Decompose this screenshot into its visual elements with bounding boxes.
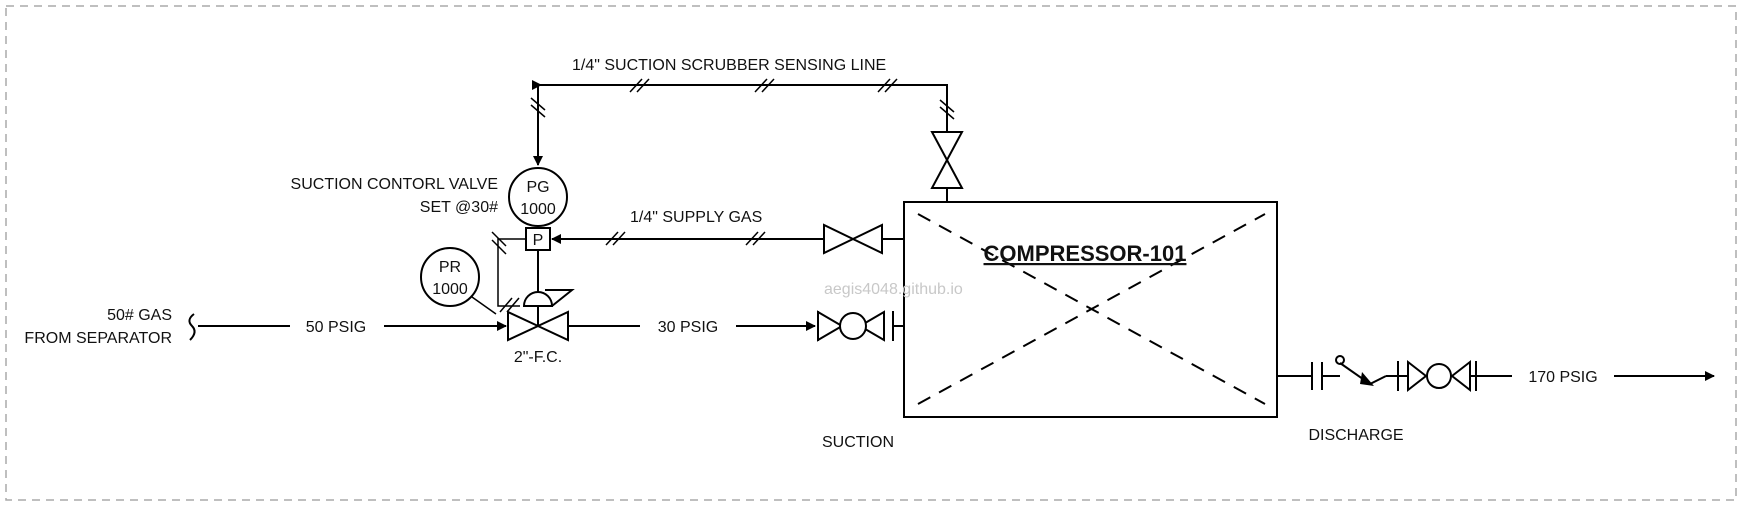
pg-gauge-number: 1000 bbox=[520, 201, 556, 218]
sensing-isolation-valve-icon bbox=[930, 131, 964, 189]
inlet-label-1: 50# GAS bbox=[107, 307, 172, 324]
swing-check-valve-icon bbox=[1335, 355, 1387, 386]
pr-gauge-letters: PR bbox=[439, 259, 461, 276]
inlet-label-2: FROM SEPARATOR bbox=[24, 330, 172, 347]
pg-gauge-letters: PG bbox=[526, 179, 549, 196]
suction-pressure-label: 30 PSIG bbox=[658, 319, 718, 336]
positioner-label: P bbox=[533, 232, 544, 249]
pg-gauge: PG 1000 bbox=[508, 167, 568, 227]
sensing-line-label: 1/4" SUCTION SCRUBBER SENSING LINE bbox=[572, 57, 886, 74]
discharge-flange-icon bbox=[1311, 362, 1323, 390]
supply-gas-label: 1/4" SUPPLY GAS bbox=[630, 209, 762, 226]
positioner-box: P bbox=[525, 227, 551, 251]
pr-gauge: PR 1000 bbox=[420, 247, 480, 307]
valve-actuator-icon bbox=[522, 289, 575, 307]
discharge-label: DISCHARGE bbox=[1308, 427, 1403, 444]
watermark: aegis4048.github.io bbox=[824, 281, 963, 298]
discharge-pressure-label: 170 PSIG bbox=[1528, 369, 1597, 386]
diagram-border bbox=[5, 5, 1737, 501]
inlet-pressure-label: 50 PSIG bbox=[306, 319, 366, 336]
suction-label: SUCTION bbox=[822, 434, 894, 451]
compressor-title: COMPRESSOR-101 bbox=[984, 241, 1187, 266]
supply-gas-valve-icon bbox=[823, 223, 883, 255]
sensing-line bbox=[530, 78, 955, 200]
discharge-check-valve-icon bbox=[1386, 359, 1512, 393]
pr-gauge-number: 1000 bbox=[432, 281, 468, 298]
compressor-box bbox=[903, 201, 1278, 418]
control-valve-label-2: SET @30# bbox=[420, 199, 498, 216]
suction-check-valve-icon bbox=[817, 310, 894, 342]
control-valve-label-1: SUCTION CONTORL VALVE bbox=[291, 176, 498, 193]
feedback-tube bbox=[497, 238, 526, 307]
pipe-break-icon bbox=[188, 313, 196, 341]
valve-size-label: 2"-F.C. bbox=[514, 349, 562, 366]
